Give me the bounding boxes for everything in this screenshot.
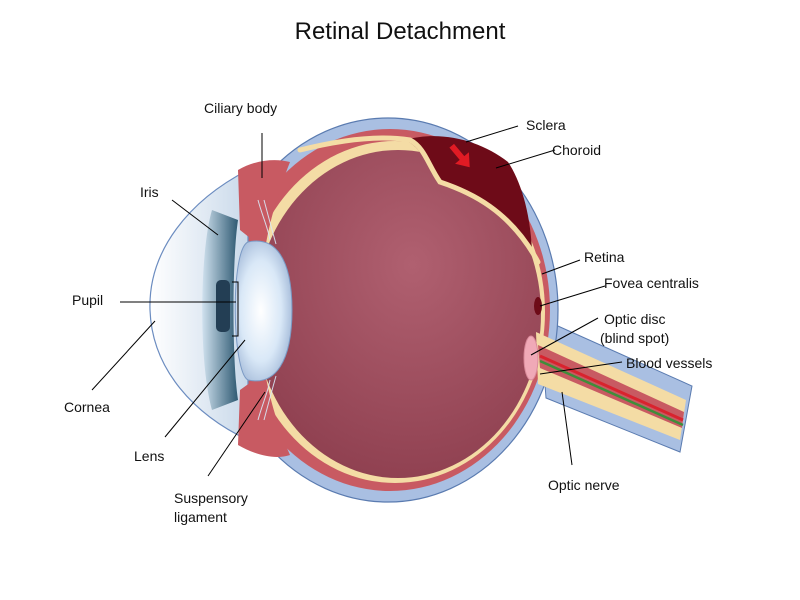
label-blood-vessels: Blood vessels	[626, 355, 713, 371]
label-choroid: Choroid	[552, 142, 602, 158]
label-optic-disc-line1: Optic disc	[604, 311, 666, 327]
lens-shape	[234, 240, 293, 382]
label-optic-disc-line2: (blind spot)	[600, 330, 670, 346]
leader-lines	[91, 125, 623, 477]
detached-retina-edge	[297, 135, 541, 265]
label-ciliary-body: Ciliary body	[204, 100, 278, 116]
pupil-bracket	[232, 281, 239, 337]
blood-vessel-green	[539, 359, 684, 427]
pupil-shape	[216, 280, 230, 332]
ciliary-body-upper	[238, 160, 290, 250]
label-suspensory-line1: Suspensory	[174, 490, 248, 506]
label-retina: Retina	[584, 249, 625, 265]
label-iris: Iris	[140, 184, 159, 200]
optic-disc	[523, 335, 539, 381]
suspensory-ligament	[257, 199, 277, 421]
label-sclera: Sclera	[526, 117, 566, 133]
label-fovea-centralis: Fovea centralis	[604, 275, 699, 291]
blood-vessel-red	[539, 354, 684, 422]
label-optic-nerve: Optic nerve	[548, 477, 620, 493]
label-suspensory-line2: ligament	[174, 509, 227, 525]
label-cornea: Cornea	[64, 399, 110, 415]
diagram-title: Retinal Detachment	[294, 18, 506, 45]
fovea-centralis	[534, 297, 542, 315]
label-lens: Lens	[134, 448, 165, 464]
ciliary-body-lower	[238, 372, 290, 457]
label-pupil: Pupil	[72, 292, 104, 308]
vitreous-body	[255, 150, 541, 478]
detachment-arrow	[449, 143, 470, 168]
